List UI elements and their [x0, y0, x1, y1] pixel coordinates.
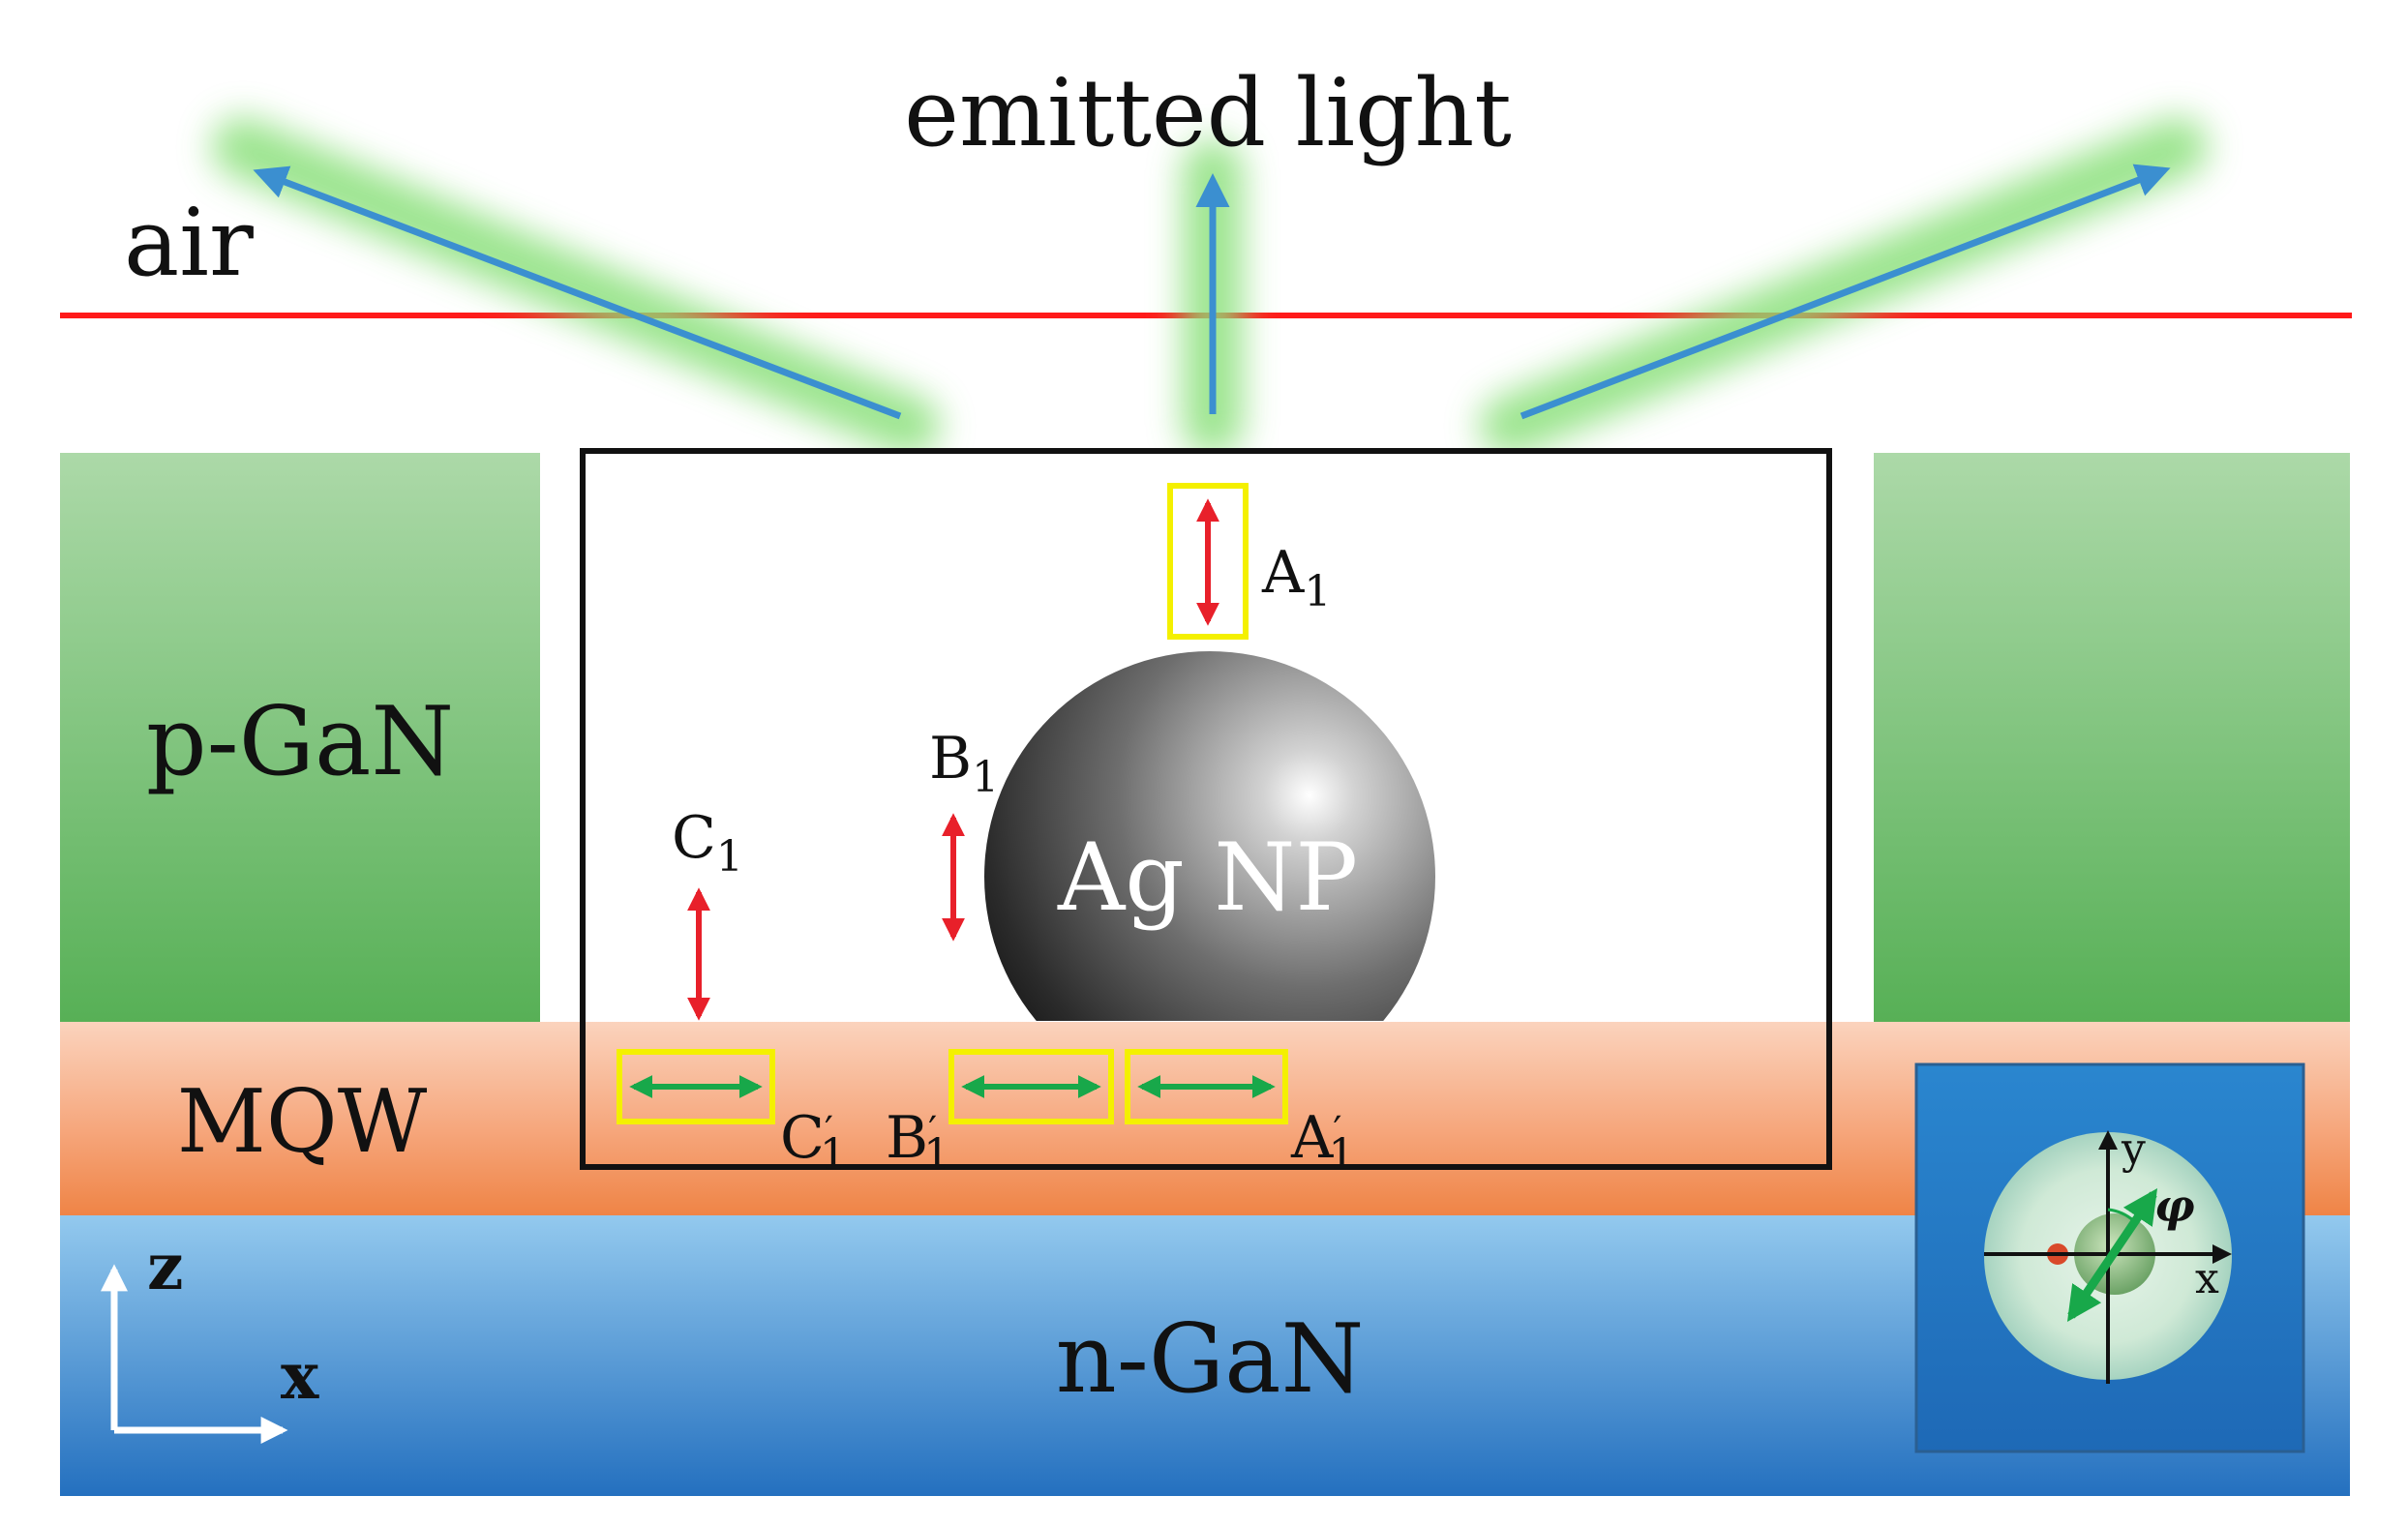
dipole-a1-box	[1167, 483, 1249, 640]
axis-x-label: x	[281, 1338, 319, 1414]
inset-top-view	[1914, 1062, 2305, 1453]
light-ray-left	[253, 165, 902, 420]
dipole-c1p-box	[617, 1049, 775, 1124]
p-gan-right-block	[1874, 453, 2350, 1022]
coordinate-axes	[101, 1264, 288, 1444]
dipole-a1p-label: A′1	[1290, 1104, 1355, 1180]
inset-x-label: x	[2195, 1254, 2219, 1303]
dipole-c1p-label: C′1	[780, 1104, 847, 1180]
ag-nanoparticle	[984, 651, 1435, 1021]
ag-np-label: Ag NP	[1057, 823, 1358, 932]
air-label: air	[124, 189, 254, 297]
dipole-b1p-label: B′1	[886, 1104, 950, 1180]
dipole-c1-label: C1	[672, 804, 743, 882]
light-ray-right	[1520, 164, 2171, 420]
dipole-b1p-box	[948, 1049, 1114, 1124]
mqw-label: MQW	[177, 1071, 428, 1173]
p-gan-label: p-GaN	[146, 687, 454, 797]
axis-z-label: z	[147, 1229, 183, 1304]
inset-phi-label: φ	[2154, 1180, 2195, 1232]
n-gan-label: n-GaN	[1056, 1304, 1365, 1415]
dipole-a1p-box	[1125, 1049, 1288, 1124]
dipole-b1-label: B1	[929, 725, 999, 802]
inset-y-label: y	[2121, 1124, 2146, 1174]
emitted-light-label: emitted light	[904, 59, 1512, 167]
p-gan-left-block	[60, 453, 540, 1022]
simulation-region-box	[580, 448, 1832, 1170]
dipole-a1-label: A1	[1261, 539, 1331, 616]
